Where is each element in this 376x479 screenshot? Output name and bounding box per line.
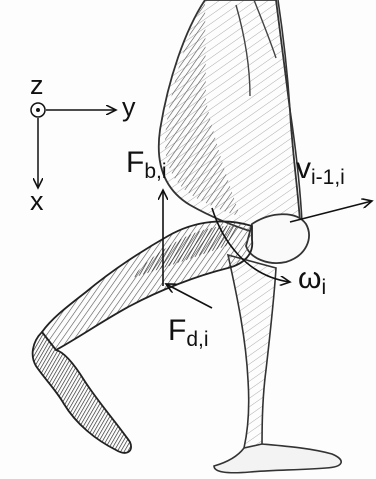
drag-force-subscript: d,i [186, 328, 208, 351]
drag-force-arrow [166, 284, 212, 308]
velocity-subscript: i-1,i [311, 166, 345, 189]
angular-velocity-label: ωi [298, 264, 326, 294]
knee [246, 214, 309, 263]
velocity-label: vi-1,i [296, 154, 345, 184]
y-axis-label: y [122, 94, 136, 121]
buoyancy-force-label: Fb,i [126, 148, 167, 178]
angular-velocity-symbol: ω [298, 262, 321, 295]
coordinate-frame [31, 103, 116, 188]
drag-force-label: Fd,i [168, 316, 209, 346]
thigh [159, 0, 302, 238]
shin [42, 221, 252, 350]
x-axis-label: x [30, 188, 44, 215]
buoyancy-force-subscript: b,i [144, 160, 166, 183]
buoyancy-force-symbol: F [126, 146, 144, 179]
velocity-arrow [290, 201, 372, 222]
z-axis-label: z [30, 72, 44, 99]
back-foot [33, 332, 131, 453]
drag-force-symbol: F [168, 314, 186, 347]
angular-velocity-subscript: i [321, 276, 326, 299]
velocity-symbol: v [296, 152, 311, 185]
